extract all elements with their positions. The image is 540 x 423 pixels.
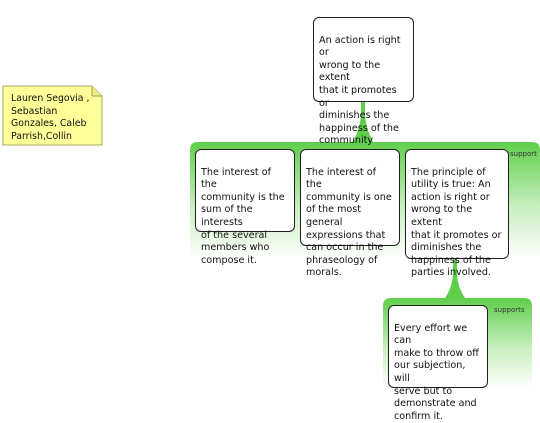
supports-group-label: supports: [494, 306, 525, 314]
support-connector: [353, 101, 373, 142]
main-claim-text: An action is right or wrong to the exten…: [319, 34, 401, 147]
sub-premise-box[interactable]: Every effort we can make to throw off ou…: [388, 305, 488, 422]
author-note[interactable]: Lauren Segovia , Sebastian Gonzales, Cal…: [3, 86, 102, 145]
premise-box-3[interactable]: The principle of utility is true: An act…: [405, 149, 509, 278]
supports-connector: [445, 258, 465, 298]
premise-text-2: The interest of the community is one of …: [306, 166, 392, 279]
premise-text-3: The principle of utility is true: An act…: [411, 166, 502, 279]
support-group-label: support: [510, 150, 537, 158]
premise-text-1: The interest of the community is the sum…: [201, 166, 285, 266]
author-note-shape: [2, 85, 103, 146]
author-note-text: Lauren Segovia , Sebastian Gonzales, Cal…: [11, 93, 90, 142]
premise-box-2[interactable]: The interest of the community is one of …: [300, 149, 400, 278]
sub-premise-text: Every effort we can make to throw off ou…: [394, 322, 479, 422]
note-fold: [91, 86, 102, 97]
main-claim-box[interactable]: An action is right or wrong to the exten…: [313, 17, 414, 146]
premise-box-1[interactable]: The interest of the community is the sum…: [195, 149, 295, 266]
